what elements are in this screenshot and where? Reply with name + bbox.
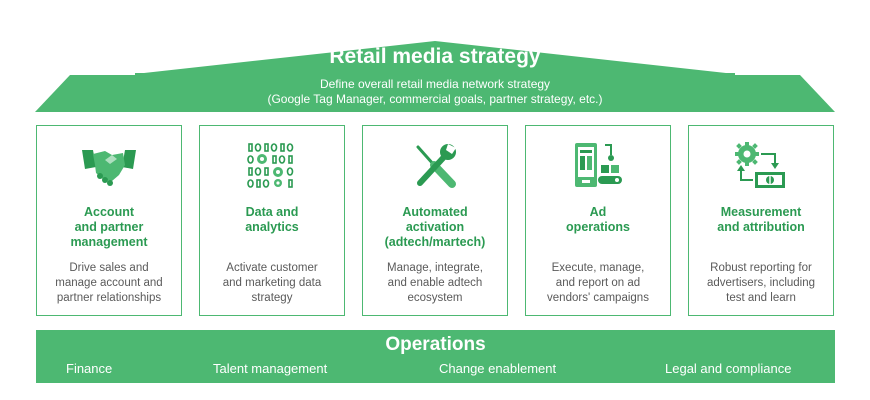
pillar-automated-activation: Automated activation (adtech/martech) Ma… bbox=[362, 125, 508, 316]
roof-shape bbox=[35, 41, 835, 112]
pillar-title: Data and analytics bbox=[245, 205, 299, 234]
operations-base: Operations Finance Talent management Cha… bbox=[36, 330, 835, 383]
pillar-account-partner-management: Account and partner management Drive sal… bbox=[36, 125, 182, 316]
pillar-ad-operations: Ad operations Execute, manage, and repor… bbox=[525, 125, 671, 316]
measurement-icon bbox=[735, 142, 785, 188]
pillar-description: Drive sales and manage account and partn… bbox=[55, 262, 163, 304]
tools-icon bbox=[416, 144, 456, 188]
pillar-measurement-attribution: Measurement and attribution Robust repor… bbox=[688, 125, 834, 316]
pillar-title: Measurement and attribution bbox=[717, 205, 805, 234]
binary-data-icon bbox=[247, 143, 294, 188]
pillar-description: Activate customer and marketing data str… bbox=[222, 262, 322, 304]
operations-item-finance: Finance bbox=[66, 361, 113, 376]
pillar-title: Account and partner management bbox=[70, 205, 148, 249]
roof-title: Retail media strategy bbox=[329, 45, 541, 68]
pillar-description: Execute, manage, and report on ad vendor… bbox=[547, 262, 649, 304]
roof-subtitle-line1: Define overall retail media network stra… bbox=[319, 77, 551, 91]
pillar-title: Automated activation (adtech/martech) bbox=[384, 205, 486, 249]
handshake-icon bbox=[82, 150, 136, 186]
operations-title: Operations bbox=[385, 334, 486, 355]
roof-subtitle-line2: (Google Tag Manager, commercial goals, p… bbox=[267, 92, 603, 106]
pillar-description: Manage, integrate, and enable adtech eco… bbox=[387, 262, 483, 304]
ad-operations-icon bbox=[575, 143, 622, 187]
operations-item-legal-compliance: Legal and compliance bbox=[665, 361, 792, 376]
pillar-title: Ad operations bbox=[566, 205, 630, 234]
pillar-description: Robust reporting for advertisers, includ… bbox=[706, 262, 816, 304]
operations-item-talent-management: Talent management bbox=[213, 361, 328, 376]
operations-item-change-enablement: Change enablement bbox=[439, 361, 557, 376]
pillar-data-analytics: Data and analytics Activate customer and… bbox=[199, 125, 345, 316]
